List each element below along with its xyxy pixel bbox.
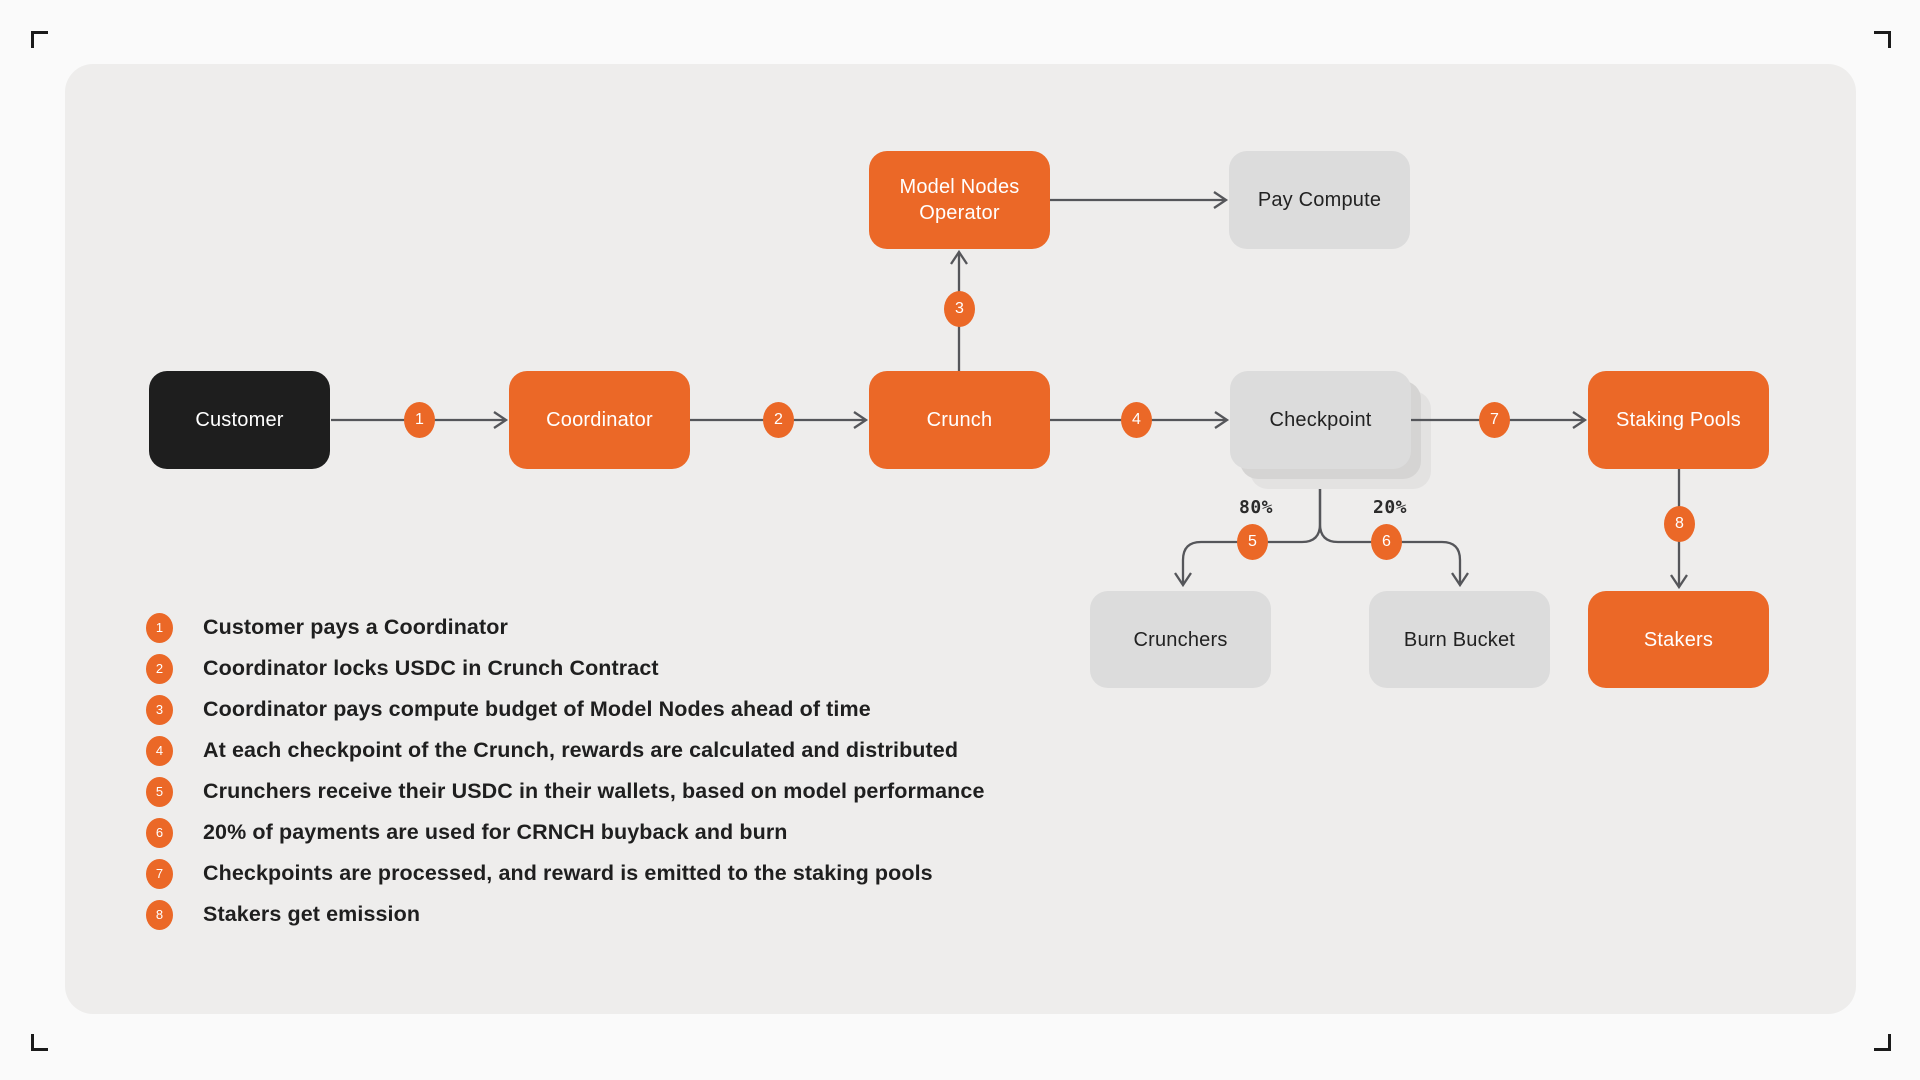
legend-text-3: Coordinator pays compute budget of Model… <box>203 697 871 721</box>
crop-mark-bottom-left <box>31 1034 48 1051</box>
crop-mark-top-right <box>1874 31 1891 48</box>
legend: 1 Customer pays a Coordinator 2 Coordina… <box>146 607 985 935</box>
legend-num-7: 7 <box>146 858 173 889</box>
legend-text-8: Stakers get emission <box>203 902 421 926</box>
legend-num-8: 8 <box>146 899 173 930</box>
legend-num-1: 1 <box>146 612 173 643</box>
step-marker-5: 5 <box>1237 524 1268 560</box>
legend-text-6: 20% of payments are used for CRNCH buyba… <box>203 820 788 844</box>
legend-item-4: 4 At each checkpoint of the Crunch, rewa… <box>146 730 985 771</box>
legend-text-2: Coordinator locks USDC in Crunch Contrac… <box>203 656 659 680</box>
step-marker-4: 4 <box>1121 402 1152 438</box>
node-pay-compute-label: Pay Compute <box>1257 189 1382 211</box>
legend-num-2: 2 <box>146 653 173 684</box>
crop-mark-bottom-right <box>1874 1034 1891 1051</box>
step-marker-1: 1 <box>404 402 435 438</box>
node-stakers: Stakers <box>1588 591 1769 688</box>
node-coordinator: Coordinator <box>509 371 690 469</box>
node-pay-compute: Pay Compute <box>1229 151 1410 249</box>
node-model-nodes-operator-line1: Model Nodes <box>899 176 1020 198</box>
node-staking-pools-label: Staking Pools <box>1616 409 1741 431</box>
step-marker-2: 2 <box>763 402 794 438</box>
node-customer: Customer <box>149 371 330 469</box>
legend-item-5: 5 Crunchers receive their USDC in their … <box>146 771 985 812</box>
step-marker-8: 8 <box>1664 506 1695 542</box>
legend-item-3: 3 Coordinator pays compute budget of Mod… <box>146 689 985 730</box>
node-burn-bucket: Burn Bucket <box>1369 591 1550 688</box>
legend-item-8: 8 Stakers get emission <box>146 894 985 935</box>
step-marker-3: 3 <box>944 291 975 327</box>
legend-num-3: 3 <box>146 694 173 725</box>
legend-text-7: Checkpoints are processed, and reward is… <box>203 861 933 885</box>
legend-num-6: 6 <box>146 817 173 848</box>
legend-item-7: 7 Checkpoints are processed, and reward … <box>146 853 985 894</box>
node-staking-pools: Staking Pools <box>1588 371 1769 469</box>
step-marker-6: 6 <box>1371 524 1402 560</box>
node-crunchers: Crunchers <box>1090 591 1271 688</box>
legend-text-1: Customer pays a Coordinator <box>203 615 508 639</box>
legend-item-2: 2 Coordinator locks USDC in Crunch Contr… <box>146 648 985 689</box>
node-checkpoint-label: Checkpoint <box>1269 409 1372 431</box>
legend-num-5: 5 <box>146 776 173 807</box>
legend-num-4: 4 <box>146 735 173 766</box>
split-label-80pct: 80% <box>1238 497 1273 518</box>
split-label-20pct: 20% <box>1372 497 1407 518</box>
legend-item-6: 6 20% of payments are used for CRNCH buy… <box>146 812 985 853</box>
node-crunch-label: Crunch <box>926 409 993 431</box>
node-burn-bucket-label: Burn Bucket <box>1403 628 1516 651</box>
legend-text-4: At each checkpoint of the Crunch, reward… <box>203 738 959 762</box>
node-crunchers-label: Crunchers <box>1133 628 1228 651</box>
legend-item-1: 1 Customer pays a Coordinator <box>146 607 985 648</box>
node-model-nodes-operator-line2: Operator <box>919 202 1000 224</box>
node-coordinator-label: Coordinator <box>546 409 653 431</box>
crop-mark-top-left <box>31 31 48 48</box>
step-marker-7: 7 <box>1479 402 1510 438</box>
node-checkpoint: Checkpoint <box>1230 371 1411 469</box>
node-customer-label: Customer <box>195 409 284 431</box>
node-model-nodes-operator: Model Nodes Operator <box>869 151 1050 249</box>
node-stakers-label: Stakers <box>1643 628 1714 651</box>
legend-text-5: Crunchers receive their USDC in their wa… <box>203 779 985 803</box>
node-crunch: Crunch <box>869 371 1050 469</box>
